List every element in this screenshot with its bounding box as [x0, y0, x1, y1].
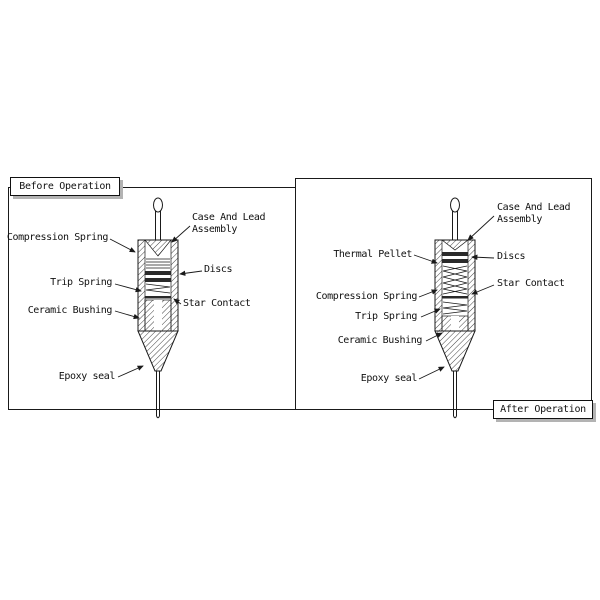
case-wall: [434, 239, 443, 332]
trip-spring-part: [442, 301, 468, 315]
case-wall: [467, 239, 476, 332]
after-panel-frame: [295, 178, 592, 410]
label-case-and-lead-before: Case And Lead Assembly: [192, 212, 266, 235]
label-discs-after: Discs: [497, 251, 526, 262]
leader-thermal-pellet: [413, 254, 438, 264]
leader-compression-spring: [418, 289, 438, 298]
lead-channel: [451, 316, 459, 331]
after-device-drawing: [434, 197, 476, 419]
after-operation-tab: After Operation: [493, 400, 593, 419]
star-contact-part: [442, 296, 468, 299]
panel-frames: [8, 178, 592, 410]
leader-star-contact: [173, 298, 182, 305]
case-crimp: [440, 239, 470, 251]
label-trip-spring-after: Trip Spring: [355, 311, 417, 322]
leader-discs: [179, 270, 203, 276]
leader-lines: [109, 215, 495, 380]
leader-discs: [471, 254, 495, 260]
leader-trip-spring: [114, 283, 142, 293]
top-lead-eyelet: [450, 197, 460, 213]
disc-part: [442, 259, 468, 263]
before-device-drawing: [137, 197, 179, 419]
leader-epoxy-seal: [117, 365, 144, 378]
label-star-contact-after: Star Contact: [497, 278, 565, 289]
label-ceramic-bushing-after: Ceramic Bushing: [337, 335, 423, 346]
leader-compression-spring: [109, 238, 136, 253]
label-epoxy-seal-after: Epoxy seal: [360, 373, 418, 384]
case-wall: [137, 239, 146, 332]
trip-spring-part: [145, 283, 171, 294]
label-ceramic-bushing-before: Ceramic Bushing: [27, 305, 113, 316]
star-contact-part: [145, 296, 171, 299]
epoxy-seal-cone: [137, 330, 179, 372]
leader-ceramic-bushing: [425, 332, 443, 342]
label-compression-spring-after: Compression Spring: [315, 291, 418, 302]
bottom-lead-tip: [156, 415, 160, 419]
disc-part: [145, 278, 171, 282]
lead-channel: [154, 300, 162, 331]
disc-part: [145, 271, 171, 275]
label-thermal-pellet-after: Thermal Pellet: [333, 249, 412, 260]
bottom-lead-tip: [453, 415, 457, 419]
label-epoxy-seal-before: Epoxy seal: [58, 371, 116, 382]
epoxy-seal-cone: [434, 330, 476, 372]
label-discs-before: Discs: [204, 264, 233, 275]
label-star-contact-before: Star Contact: [183, 298, 251, 309]
before-operation-tab: Before Operation: [10, 177, 120, 196]
leader-epoxy-seal: [418, 366, 445, 380]
disc-part: [442, 252, 468, 256]
leader-star-contact: [471, 284, 495, 295]
leader-case-and-lead: [171, 225, 191, 243]
label-trip-spring-before: Trip Spring: [50, 277, 112, 288]
case-crimp: [144, 239, 172, 257]
compression-spring-part: [146, 258, 170, 269]
leader-case-and-lead: [467, 215, 495, 241]
leader-ceramic-bushing: [114, 310, 140, 320]
compression-spring-part: [442, 265, 468, 295]
leader-trip-spring: [420, 308, 441, 318]
case-wall: [170, 239, 179, 332]
label-case-and-lead-after: Case And Lead Assembly: [497, 202, 571, 225]
label-compression-spring-before: Compression Spring: [6, 232, 109, 243]
top-lead-eyelet: [153, 197, 163, 213]
